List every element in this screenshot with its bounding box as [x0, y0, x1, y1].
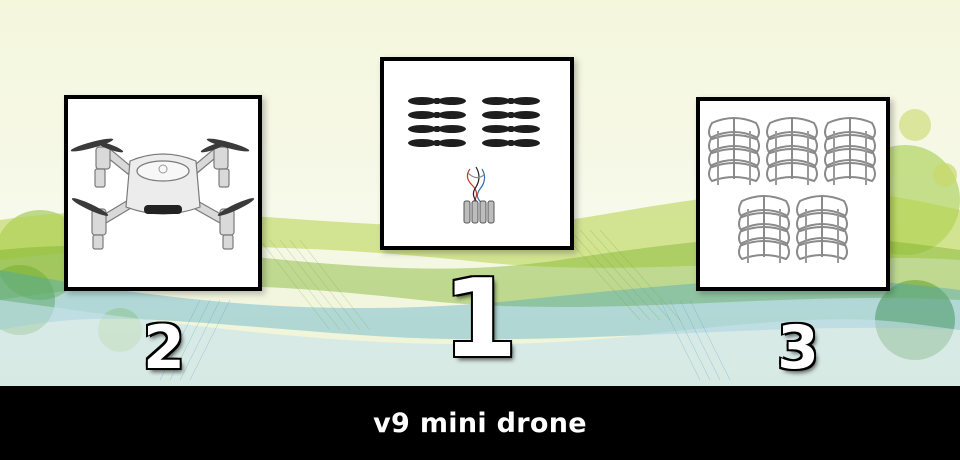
propellers-and-motor-icon	[408, 97, 540, 224]
banner-stage: 2	[0, 0, 960, 386]
item-number-2: 2	[143, 313, 185, 383]
item-number-1: 1	[442, 257, 518, 382]
product-card-guards[interactable]	[696, 97, 890, 291]
item-number-3: 3	[777, 313, 819, 383]
product-title: v9 mini drone	[373, 407, 587, 439]
product-card-propellers[interactable]	[380, 57, 574, 250]
drone-icon	[70, 138, 255, 250]
footer-bar: v9 mini drone	[0, 386, 960, 460]
propeller-guards-icon	[700, 101, 886, 287]
product-card-drone[interactable]	[64, 95, 262, 291]
